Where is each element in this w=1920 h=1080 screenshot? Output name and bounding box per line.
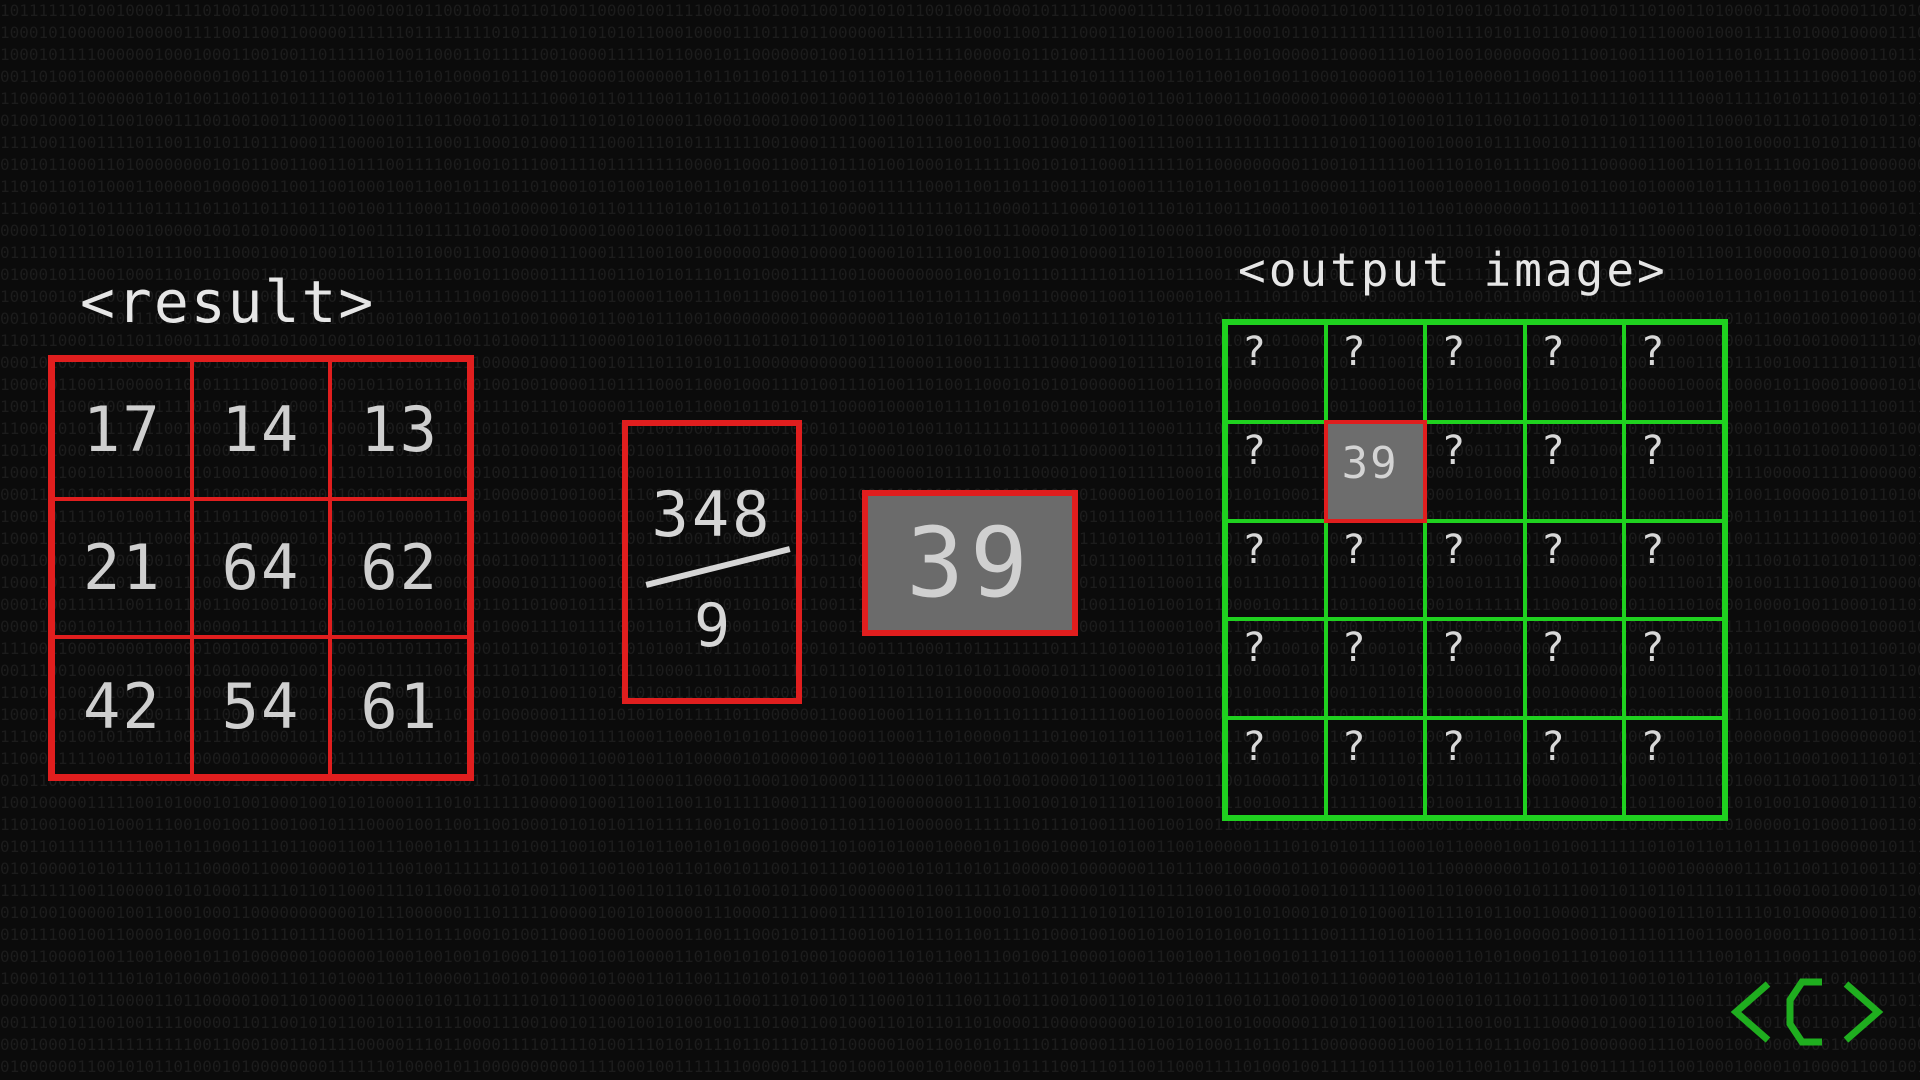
output-cell-value: ? [1441, 625, 1466, 672]
output-cell: ? [1325, 619, 1426, 719]
fraction-numerator: 348 [651, 478, 773, 551]
output-cell-value: ? [1640, 724, 1665, 771]
output-cell: ? [1524, 421, 1625, 521]
output-cell: ? [1624, 323, 1724, 422]
output-cell: ? [1425, 520, 1525, 620]
result-cell: 21 [53, 498, 192, 638]
output-cell-value: ? [1441, 724, 1466, 771]
output-cell: ? [1624, 718, 1724, 817]
output-cell-value: ? [1540, 724, 1565, 771]
output-cell: ? [1325, 520, 1426, 620]
result-title: <result> [80, 268, 376, 336]
output-cell-value: ? [1242, 427, 1267, 474]
result-grid: 17 14 13 21 64 62 42 54 61 [48, 355, 474, 781]
output-cell-value: ? [1441, 427, 1466, 474]
output-cell: ? [1226, 421, 1326, 521]
output-cell: ? [1226, 520, 1326, 620]
output-cell-value: ? [1540, 526, 1565, 573]
code-brackets-logo-icon [1730, 978, 1884, 1046]
output-cell: ? [1524, 323, 1625, 422]
output-cell: ? [1226, 718, 1326, 817]
output-cell: ? [1226, 323, 1326, 422]
output-cell-value: ? [1441, 526, 1466, 573]
output-cell-value: ? [1242, 724, 1267, 771]
output-cell-value: ? [1540, 329, 1565, 375]
output-cell: ? [1425, 718, 1525, 817]
output-grid: ? ? ? ? ? ? 39 ? ? ? ? ? ? ? ? ? ? ? ? ?… [1222, 319, 1728, 821]
output-cell: ? [1624, 619, 1724, 719]
output-cell-value: ? [1640, 526, 1665, 573]
output-cell: ? [1425, 421, 1525, 521]
result-cell: 62 [330, 498, 469, 638]
output-cell: ? [1524, 718, 1625, 817]
output-cell: ? [1524, 520, 1625, 620]
output-cell-value: ? [1640, 625, 1665, 672]
output-cell-value: 39 [1341, 437, 1399, 489]
output-title: <output image> [1238, 243, 1668, 297]
result-cell: 64 [191, 498, 331, 638]
output-cell: ? [1624, 421, 1724, 521]
output-cell-value: ? [1540, 625, 1565, 672]
fraction-bar [645, 546, 791, 588]
result-cell: 13 [330, 360, 469, 499]
output-cell: ? [1425, 619, 1525, 719]
output-cell: ? [1624, 520, 1724, 620]
output-cell: ? [1226, 619, 1326, 719]
output-cell-value: ? [1242, 329, 1267, 375]
output-cell: ? [1524, 619, 1625, 719]
output-cell: ? [1425, 323, 1525, 422]
output-cell-value: ? [1341, 625, 1366, 672]
result-cell: 61 [330, 637, 469, 776]
output-cell-value: ? [1540, 427, 1565, 474]
result-cell: 54 [191, 637, 331, 776]
result-cell: 17 [53, 360, 192, 499]
output-cell: ? [1325, 718, 1426, 817]
result-cell: 42 [53, 637, 192, 776]
result-cell: 14 [191, 360, 331, 499]
output-cell-value: ? [1640, 427, 1665, 474]
output-cell-value: ? [1441, 329, 1466, 375]
output-cell-value: ? [1341, 329, 1366, 375]
answer-box: 39 [862, 490, 1078, 636]
output-cell-value: ? [1341, 526, 1366, 573]
fraction-denominator: 9 [693, 591, 731, 661]
output-cell: ? [1325, 323, 1426, 422]
output-cell-value: ? [1640, 329, 1665, 375]
output-cell-filled: 39 [1323, 419, 1428, 523]
output-cell-value: ? [1341, 724, 1366, 771]
output-cell-value: ? [1242, 526, 1267, 573]
output-cell-value: ? [1242, 625, 1267, 672]
fraction-box: 348 9 [622, 420, 802, 704]
